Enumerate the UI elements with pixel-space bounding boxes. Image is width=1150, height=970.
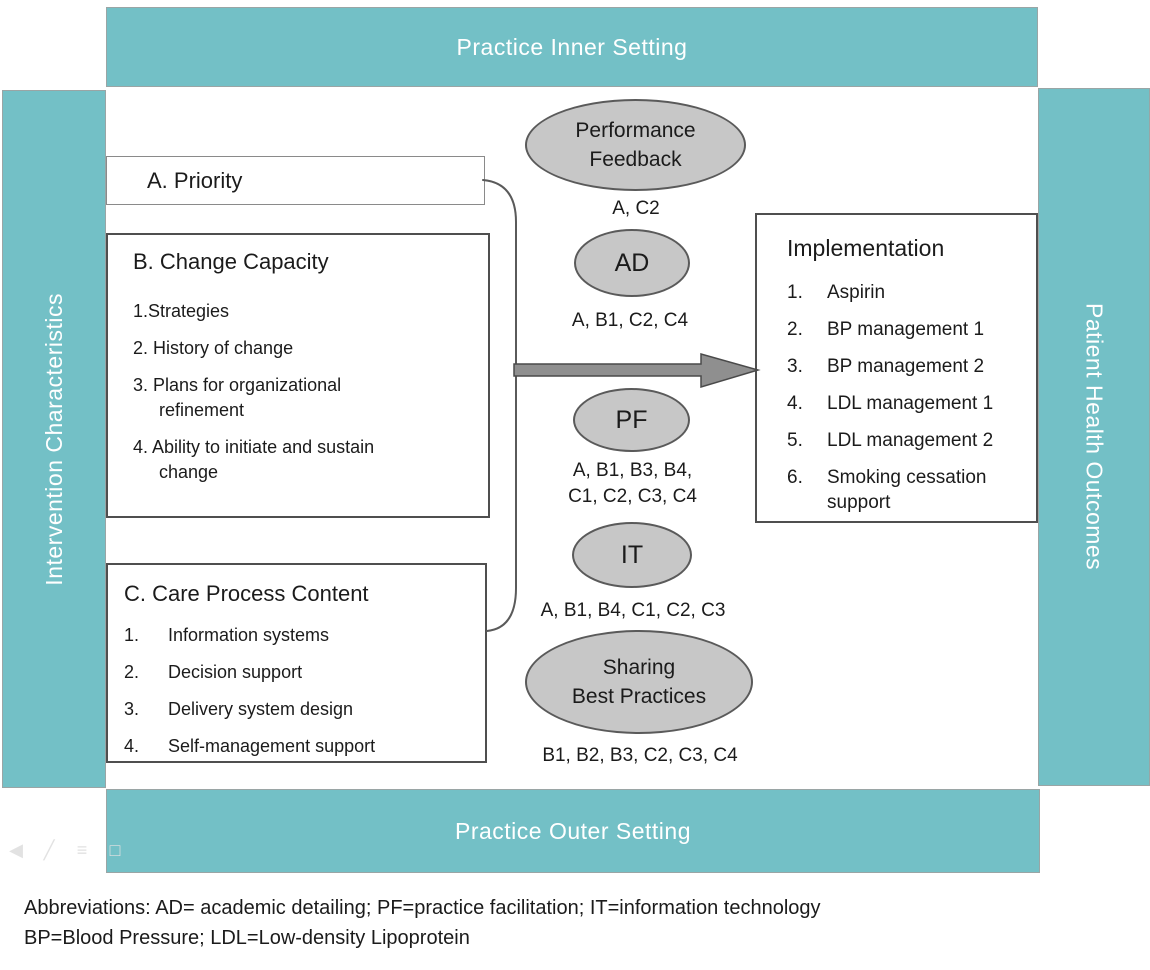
- pf-ellipse: PF: [573, 388, 690, 452]
- list-item-number: 2.: [124, 662, 140, 682]
- pf-codes: A, B1, B3, B4, C1, C2, C3, C4: [520, 458, 745, 510]
- list-item-number: 3.: [124, 699, 140, 719]
- abbreviations-line2: BP=Blood Pressure; LDL=Low-density Lipop…: [24, 927, 470, 949]
- list-item-text: BP management 2: [827, 356, 985, 377]
- ad-codes: A, B1, C2, C4: [571, 310, 689, 331]
- change-capacity-title: B. Change Capacity: [133, 249, 329, 274]
- ad-label: AD: [614, 248, 650, 277]
- practice-outer-setting-bar: Practice Outer Setting: [106, 789, 1040, 873]
- implementation-title: Implementation: [787, 235, 945, 261]
- ad-ellipse: AD: [574, 229, 690, 297]
- performance-feedback-codes: A, C2: [612, 198, 660, 219]
- list-item-text: BP management 1: [827, 319, 985, 340]
- performance-feedback-label-line2: Feedback: [589, 148, 682, 171]
- list-item-number: 4.: [124, 736, 140, 756]
- list-item-number: 2.: [787, 319, 803, 340]
- list-item-number: 3.: [787, 356, 803, 377]
- list-item-number: 6.: [787, 467, 803, 488]
- list-item-cont: refinement: [159, 400, 245, 420]
- list-item-cont: change: [159, 462, 219, 482]
- list-item: 3. Plans for organizational refinement: [133, 373, 478, 423]
- list-item: 3. Delivery system design: [124, 697, 477, 722]
- pf-codes-line2: C1, C2, C3, C4: [568, 486, 697, 507]
- list-item: 1. Information systems: [124, 623, 477, 648]
- list-item-number: 4.: [787, 393, 803, 414]
- list-item-text: Self-management support: [168, 736, 376, 756]
- list-item-text: LDL management 2: [827, 430, 994, 451]
- intervention-characteristics-bar: Intervention Characteristics: [2, 90, 106, 788]
- patient-health-outcomes-label: Patient Health Outcomes: [1081, 303, 1108, 571]
- priority-box-title: A. Priority: [147, 167, 243, 193]
- list-item: 4. Ability to initiate and sustain chang…: [133, 435, 478, 485]
- change-capacity-box: B. Change Capacity 1.Strategies 2. Histo…: [106, 233, 490, 518]
- list-item-text: LDL management 1: [827, 393, 994, 414]
- flow-arrow: [513, 353, 761, 389]
- patient-health-outcomes-bar: Patient Health Outcomes: [1038, 88, 1150, 786]
- list-item-text: 1.Strategies: [133, 301, 230, 321]
- pf-label: PF: [615, 405, 648, 434]
- list-item: 6. Smoking cessation support: [787, 465, 1030, 515]
- list-item-text: Aspirin: [827, 282, 886, 303]
- sharing-best-practices-codes: B1, B2, B3, C2, C3, C4: [542, 745, 738, 766]
- list-item-text: 3. Plans for organizational: [133, 375, 342, 395]
- abbreviations-line1: Abbreviations: AD= academic detailing; P…: [24, 897, 821, 919]
- ghost-toolbar: ◀ ╱ ≡ □: [6, 840, 125, 861]
- practice-outer-setting-label: Practice Outer Setting: [455, 817, 691, 844]
- list-item: 5. LDL management 2: [787, 428, 1030, 453]
- it-codes: A, B1, B4, C1, C2, C3: [540, 600, 726, 621]
- priority-box: A. Priority: [106, 156, 485, 205]
- pf-codes-line1: A, B1, B3, B4,: [572, 460, 693, 481]
- list-item-number: 1.: [124, 625, 140, 645]
- sharing-best-practices-ellipse: Sharing Best Practices: [525, 630, 753, 734]
- list-item: 4. Self-management support: [124, 734, 477, 759]
- list-item-text: 2. History of change: [133, 338, 294, 358]
- performance-feedback-ellipse: Performance Feedback: [525, 99, 746, 191]
- practice-inner-setting-label: Practice Inner Setting: [456, 33, 688, 60]
- list-item-text: Decision support: [168, 662, 303, 682]
- care-process-content-title: C. Care Process Content: [124, 581, 369, 606]
- it-label: IT: [620, 540, 644, 569]
- list-item: 2. Decision support: [124, 660, 477, 685]
- list-item: 4. LDL management 1: [787, 391, 1030, 416]
- sharing-best-practices-label-line1: Sharing: [602, 656, 676, 679]
- list-item: 1. Aspirin: [787, 280, 1030, 305]
- implementation-box: Implementation 1. Aspirin 2. BP manageme…: [755, 213, 1038, 523]
- list-item-number: 5.: [787, 430, 803, 451]
- list-item-text: Information systems: [168, 625, 330, 645]
- abbreviations-footnote: Abbreviations: AD= academic detailing; P…: [24, 893, 821, 953]
- care-process-content-box: C. Care Process Content 1. Information s…: [106, 563, 487, 763]
- pencil-icon[interactable]: ╱: [43, 840, 55, 860]
- list-item: 2. BP management 1: [787, 317, 1030, 342]
- list-item-number: 1.: [787, 282, 803, 303]
- intervention-characteristics-label: Intervention Characteristics: [40, 292, 67, 586]
- performance-feedback-label-line1: Performance: [575, 119, 696, 142]
- list-item: 2. History of change: [133, 336, 478, 361]
- sharing-best-practices-label-line2: Best Practices: [571, 685, 707, 708]
- list-item: 3. BP management 2: [787, 354, 1030, 379]
- list-item-text: Delivery system design: [168, 699, 354, 719]
- list-item: 1.Strategies: [133, 299, 478, 324]
- it-ellipse: IT: [572, 522, 692, 588]
- list-item-text: Smoking cessation support: [827, 467, 987, 513]
- practice-inner-setting-bar: Practice Inner Setting: [106, 7, 1038, 87]
- square-icon[interactable]: □: [109, 840, 121, 860]
- list-item-text: 4. Ability to initiate and sustain: [133, 437, 375, 457]
- menu-lines-icon[interactable]: ≡: [76, 840, 88, 860]
- back-arrow-icon[interactable]: ◀: [9, 840, 23, 860]
